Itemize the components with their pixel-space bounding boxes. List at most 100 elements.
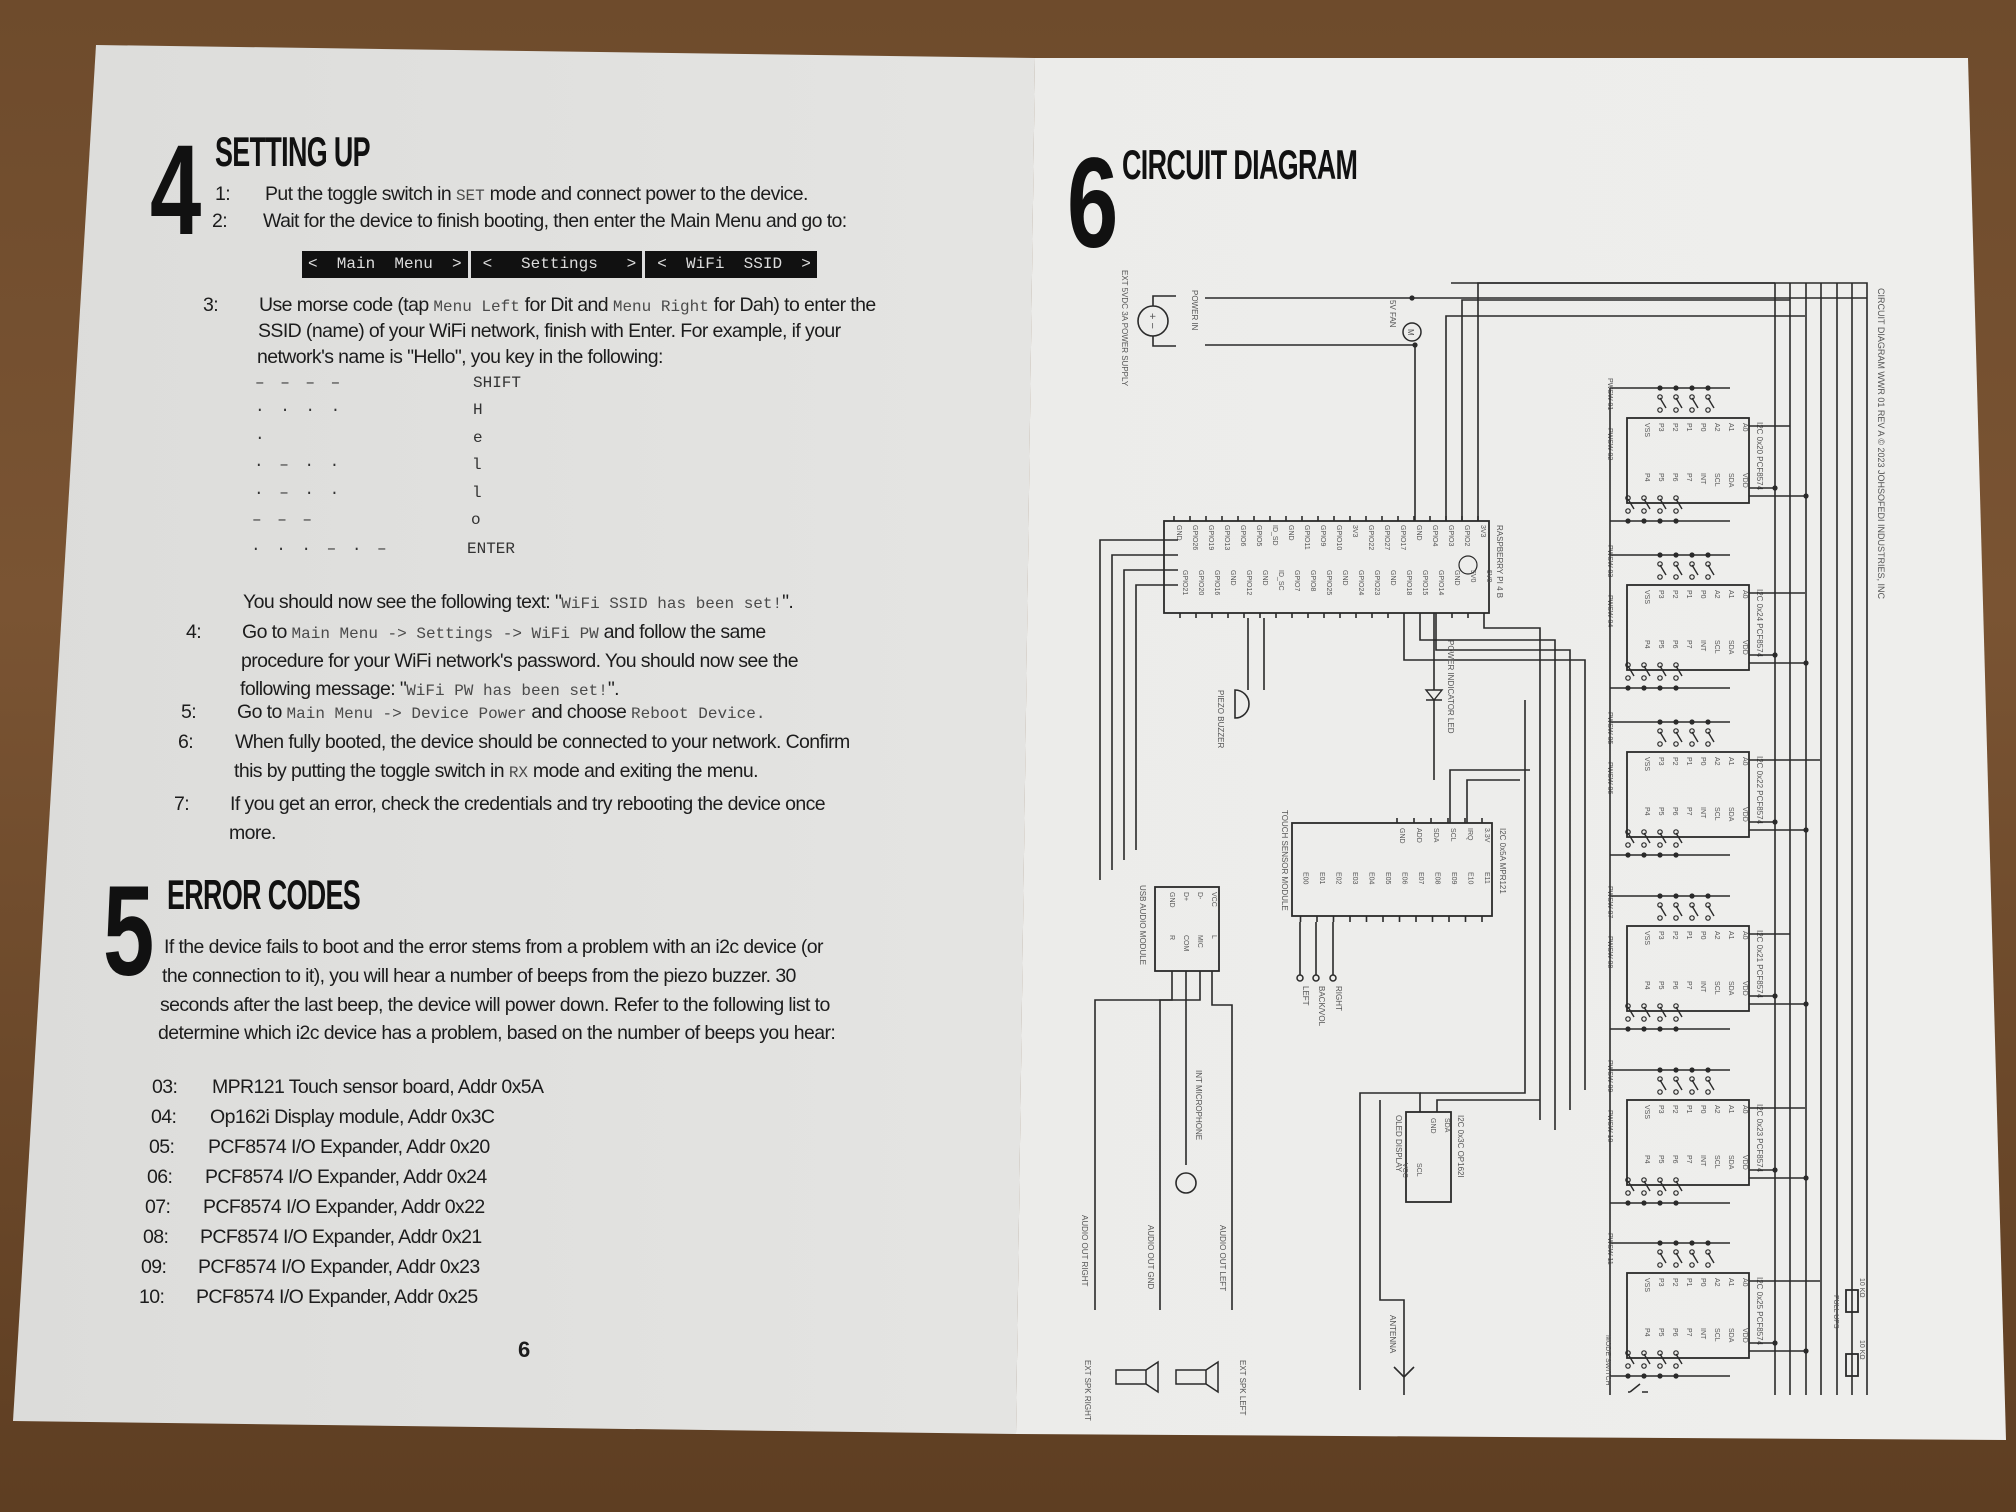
push-switch-icon <box>1675 1006 1683 1018</box>
pcf-pin-label: P3 <box>1657 1105 1664 1114</box>
raspberry-logo-icon <box>1458 555 1478 575</box>
mode-switch-icon <box>1628 1383 1648 1393</box>
wire <box>1419 618 1556 1130</box>
switch-contact <box>1673 829 1679 835</box>
rpi-pin-label: 5V0 <box>1485 570 1492 583</box>
switch-contact <box>1657 1016 1663 1022</box>
pcf-pin-label: P4 <box>1643 981 1650 990</box>
push-switch-icon <box>1659 731 1667 743</box>
push-switch-icon <box>1707 397 1715 409</box>
rpi-pin-label: GPIO11 <box>1303 525 1310 550</box>
pull-ups-label: PULL UPS <box>1832 1295 1839 1329</box>
fan-label: 5V FAN <box>1388 300 1397 328</box>
pcf-pin-label: VDD <box>1741 1155 1748 1170</box>
switch-contact <box>1657 741 1663 747</box>
pcf-pin-label: A0 <box>1741 931 1748 940</box>
beep-count: 05: <box>149 1136 175 1158</box>
beep-count: 03: <box>152 1076 178 1098</box>
piezo-buzzer-icon <box>1234 689 1250 719</box>
push-switch-icon <box>1707 905 1715 917</box>
switch-contact <box>1689 1089 1695 1095</box>
pcf-chip-label: I2C 0x22 PCF8574 <box>1755 756 1764 825</box>
push-switch-icon <box>1627 1006 1635 1018</box>
push-switch-icon <box>1675 665 1683 677</box>
switch-contact <box>1689 915 1695 921</box>
wire <box>1379 1100 1405 1377</box>
rpi-pin-label: GPIO9 <box>1319 525 1326 547</box>
pcf-pin-label: SDA <box>1727 473 1734 488</box>
switch-contact <box>1673 574 1679 580</box>
touch-pin-label: E05 <box>1384 872 1391 885</box>
error-paragraph-line: determine which i2c device has a problem… <box>158 1022 836 1044</box>
touch-pin-label: 3.3V <box>1483 828 1490 843</box>
push-switch-icon <box>1643 832 1651 844</box>
push-switch-icon <box>1691 1252 1699 1264</box>
microphone-label: INT MICROPHONE <box>1194 1070 1203 1140</box>
switch-contact <box>1689 1249 1695 1255</box>
wire <box>1420 700 1526 1094</box>
switch-contact <box>1705 741 1711 747</box>
pcf-pin-label: A2 <box>1713 590 1720 599</box>
pcf8574-module <box>1626 1272 1750 1359</box>
push-switch-icon <box>1691 905 1699 917</box>
morse-code: · · · · <box>255 401 344 419</box>
pcf-pin-label: P3 <box>1657 590 1664 599</box>
switch-contact <box>1689 561 1695 567</box>
usb-pin-label: VCC <box>1210 892 1217 907</box>
push-switch-icon <box>1659 1180 1667 1192</box>
pcf-pin-label: P7 <box>1685 807 1692 816</box>
wire <box>1094 971 1173 1310</box>
pcf-pin-label: P5 <box>1657 640 1664 649</box>
switch-contact <box>1673 1016 1679 1022</box>
switch-contact <box>1641 1016 1647 1022</box>
touch-pin-label: E06 <box>1401 872 1408 885</box>
pcf-pin-label: A2 <box>1713 423 1720 432</box>
switch-contact <box>1641 495 1647 501</box>
switch-contact <box>1705 394 1711 400</box>
switch-contact <box>1673 407 1679 413</box>
step-3-line-1: Use morse code (tap Menu Left for Dit an… <box>259 294 876 316</box>
switch-contact <box>1689 741 1695 747</box>
usb-audio-label: USB AUDIO MODULE <box>1138 885 1147 965</box>
rpi-pin-label: GPIO12 <box>1245 570 1252 595</box>
junction-dot <box>1803 493 1809 499</box>
step-number: 2: <box>212 210 228 232</box>
pcf-pin-label: VSS <box>1643 1105 1650 1119</box>
pcf8574-module <box>1626 417 1750 504</box>
wire <box>1449 769 1530 823</box>
step-number: 5: <box>181 701 197 723</box>
pcf8574-module <box>1626 1099 1750 1186</box>
switch-contact <box>1673 561 1679 567</box>
junction-dot <box>1803 827 1809 833</box>
pcf-chip-label: I2C 0x24 PCF8574 <box>1755 589 1764 658</box>
push-switch-icon <box>1643 498 1651 510</box>
pcf-pin-label: P4 <box>1643 640 1650 649</box>
switch-contact <box>1705 915 1711 921</box>
touch-sensor-module <box>1291 822 1493 917</box>
step-4-line-2: procedure for your WiFi network's passwo… <box>241 650 799 672</box>
switch-contact <box>1689 728 1695 734</box>
push-switch-icon <box>1675 397 1683 409</box>
push-switch-icon <box>1675 832 1683 844</box>
pcf-pin-label: P2 <box>1671 590 1678 599</box>
pcf-pin-label: VSS <box>1643 590 1650 604</box>
switch-contact <box>1705 902 1711 908</box>
switch-contact <box>1673 741 1679 747</box>
switch-contact <box>1657 829 1663 835</box>
audio-out-right-label: AUDIO OUT RIGHT <box>1080 1215 1089 1287</box>
morse-char: H <box>473 401 483 419</box>
pcf-pin-label: INT <box>1699 981 1706 993</box>
wire <box>1152 295 1176 306</box>
rpi-pin-label: GPIO10 <box>1335 525 1342 550</box>
morse-char: e <box>473 429 483 447</box>
rpi-pin-label: GPIO19 <box>1207 525 1214 550</box>
rpi-pin-label: 3V3 <box>1351 525 1358 538</box>
pcf-pin-label: SCL <box>1713 473 1720 487</box>
pcf-pin-label: P5 <box>1657 807 1664 816</box>
audio-pin-label: R <box>1168 935 1175 940</box>
pcf-pin-label: SDA <box>1727 640 1734 655</box>
audio-pin-label: MIC <box>1196 935 1203 948</box>
step-number: 7: <box>174 793 190 815</box>
pcf-pin-label: A2 <box>1713 931 1720 940</box>
